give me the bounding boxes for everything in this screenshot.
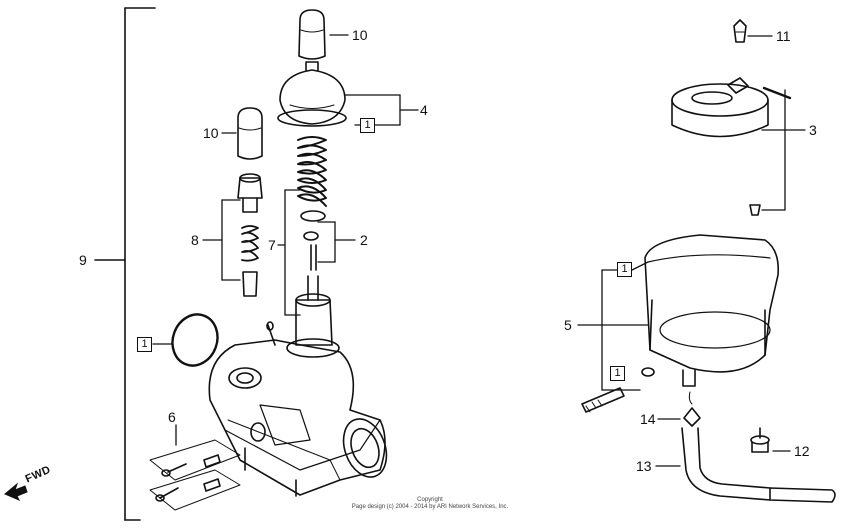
box-marker-1: 1 [137, 337, 152, 352]
callout-6: 6 [168, 409, 176, 425]
screw-12 [750, 427, 770, 453]
box-marker-1: 1 [360, 118, 375, 133]
copyright-text: Page design (c) 2004 - 2014 by ARI Netwo… [351, 504, 509, 510]
jet-8 [237, 173, 263, 297]
callout-14: 14 [640, 411, 656, 427]
clip-14 [683, 407, 701, 427]
leader-lines [152, 34, 806, 467]
needle-2 [300, 210, 326, 271]
float-chamber-5 [641, 234, 780, 405]
carburetor-body [208, 275, 388, 497]
tube-13 [681, 427, 836, 503]
fwd-arrow-icon [4, 482, 28, 501]
copyright-notice: Copyright Page design (c) 2004 - 2014 by… [330, 497, 530, 511]
callout-3: 3 [809, 122, 817, 138]
callout-10-top: 10 [352, 27, 368, 43]
screw-set-6 [149, 439, 241, 511]
bracket-9 [94, 7, 156, 521]
copyright-title: Copyright [417, 497, 443, 503]
callout-8: 8 [191, 232, 199, 248]
box-marker-1: 1 [610, 366, 625, 381]
drain-screw [581, 387, 625, 413]
callout-2: 2 [360, 232, 368, 248]
screw-11 [733, 19, 747, 43]
callout-7: 7 [268, 237, 276, 253]
callout-5: 5 [564, 317, 572, 333]
callout-4: 4 [420, 102, 428, 118]
callout-10-left: 10 [203, 125, 219, 141]
cover-4 [277, 61, 347, 127]
callout-9: 9 [79, 252, 87, 268]
o-ring [171, 313, 219, 367]
box-marker-1: 1 [617, 262, 632, 277]
float-3 [671, 77, 792, 216]
cap-10-left [237, 107, 263, 160]
callout-13: 13 [636, 458, 652, 474]
callout-11: 11 [776, 28, 791, 44]
spring [297, 136, 327, 207]
callout-12: 12 [794, 443, 810, 459]
cap-10-top [298, 9, 326, 60]
